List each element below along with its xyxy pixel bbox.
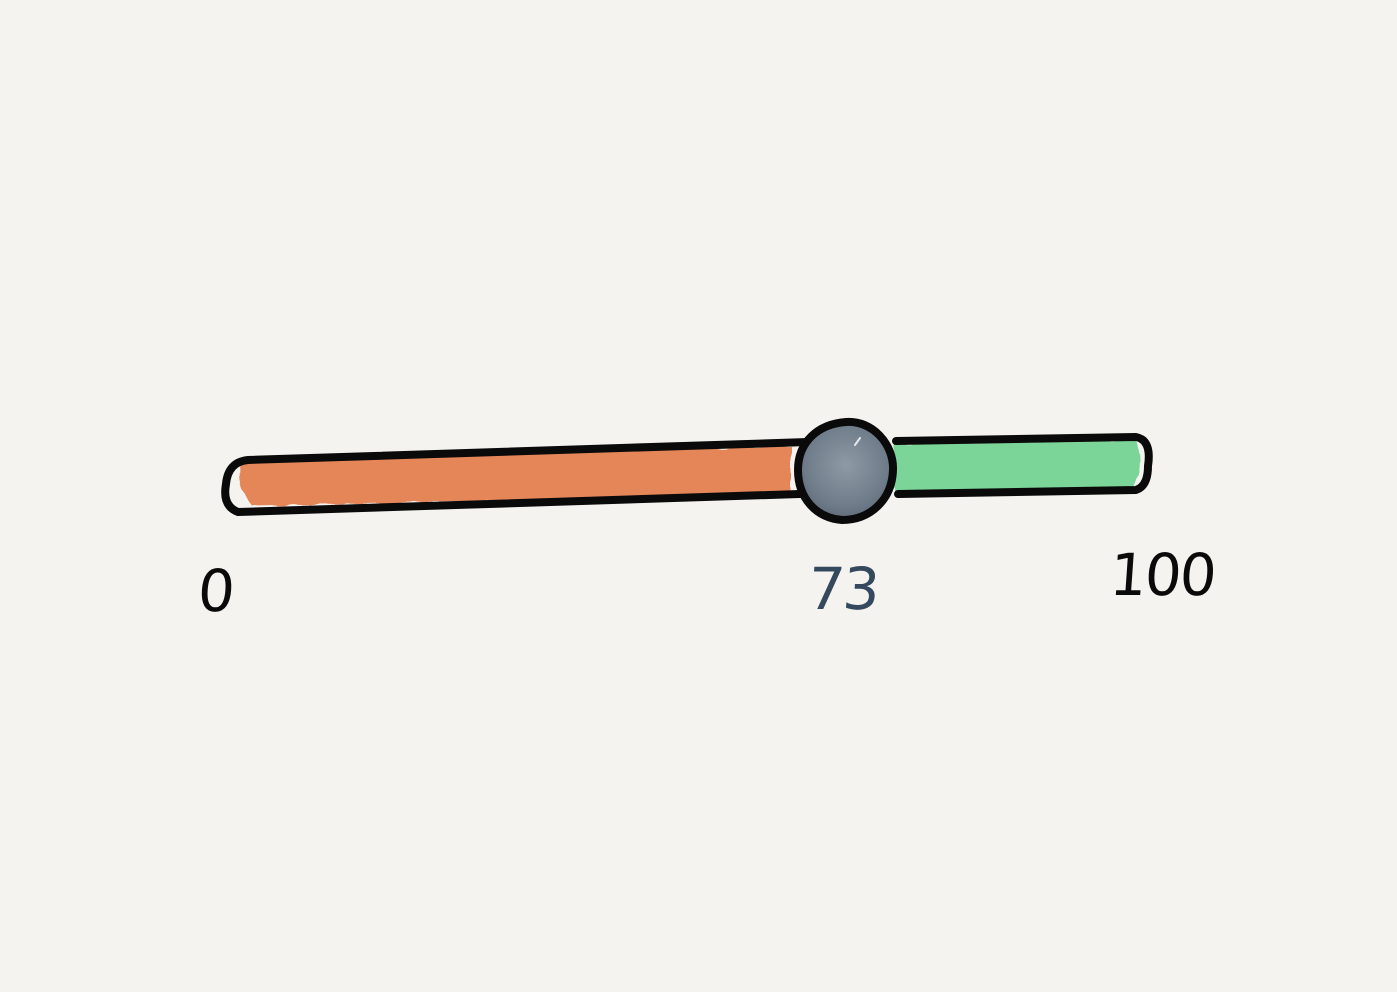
max-label: 100: [1107, 541, 1218, 609]
slider-fill: [239, 446, 790, 506]
slider-track[interactable]: [221, 433, 1153, 516]
value-label: 73: [805, 555, 881, 623]
min-label: 0: [195, 557, 238, 625]
slider-remaining: [895, 440, 1141, 494]
slider-thumb[interactable]: [793, 417, 898, 525]
